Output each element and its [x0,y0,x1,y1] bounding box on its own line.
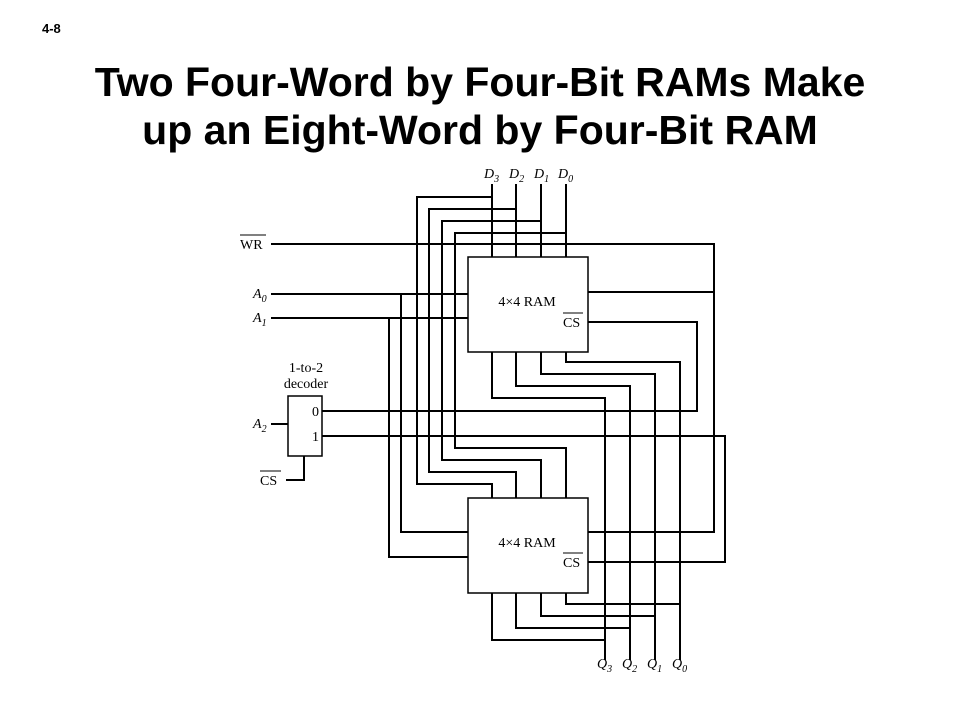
top-ram-q3-wire [491,352,606,660]
q1-label: Q1 [647,657,662,675]
a0-branch-wire [400,294,468,533]
q3-label: Q3 [597,657,612,675]
bottom-ram-q2-wire [515,593,630,629]
bottom-ram-block [467,497,589,594]
top-ram-q2-wire [515,352,631,660]
slide-number: 4-8 [42,21,61,36]
decoder-block [287,395,323,457]
bottom-ram-label: 4×4 RAM [498,536,556,551]
top-ram-cs-label: CS [563,316,580,331]
decoder-out0-label: 0 [312,405,319,420]
decoder-out1-label: 1 [312,430,319,445]
bottom-ram-cs-label: CS [563,556,580,571]
bottom-ram-q0-wire [565,593,680,605]
d1-label: D1 [533,167,549,185]
top-ram-q0-wire [565,352,681,660]
a0-label: A0 [252,287,267,305]
wr-label: WR [240,238,263,253]
d0-label: D0 [557,167,573,185]
d3-branch-wire [416,196,493,498]
title-line-2: up an Eight-Word by Four-Bit RAM [142,107,818,153]
d3-label: D3 [483,167,499,185]
wr-wire [271,243,715,533]
decoder-label-line1: 1-to-2 [289,361,323,376]
wires [271,184,726,660]
decoder-out0-wire [322,321,698,412]
a1-label: A1 [252,311,267,329]
top-ram-q1-wire [540,352,656,660]
a2-label: A2 [252,417,267,435]
d1-branch-wire [441,220,542,498]
decoder-label-line2: decoder [284,377,329,392]
q0-label: Q0 [672,657,687,675]
bottom-ram-q3-wire [491,593,605,641]
cs-wire [286,456,305,481]
slide-title: Two Four-Word by Four-Bit RAMs Make up a… [0,58,960,154]
d2-branch-wire [428,208,517,498]
cs-input-label: CS [260,474,277,489]
top-ram-block [467,256,589,353]
a1-branch-wire [388,318,468,558]
top-ram-label: 4×4 RAM [498,295,556,310]
d2-label: D2 [508,167,524,185]
d0-branch-wire [454,232,567,498]
bottom-ram-q1-wire [540,593,655,617]
decoder-out1-wire [322,435,726,563]
title-line-1: Two Four-Word by Four-Bit RAMs Make [94,59,866,105]
q2-label: Q2 [622,657,637,675]
